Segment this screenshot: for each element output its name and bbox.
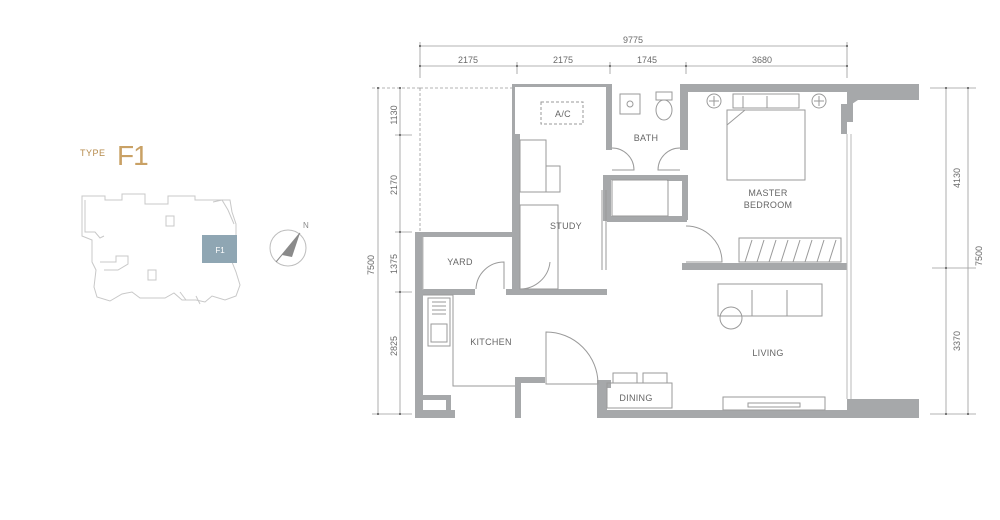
coffee-table-icon <box>719 306 743 330</box>
unit-type-label: TYPE <box>80 148 106 158</box>
fixtures <box>423 91 842 411</box>
compass-icon <box>269 229 307 267</box>
dim-right-segment: 4130 <box>952 168 962 188</box>
dim-left-segment: 1375 <box>389 254 399 274</box>
compass-north-label: N <box>303 221 309 230</box>
dimension-lines <box>372 42 976 415</box>
room-label-dining: DINING <box>619 393 652 403</box>
dining-table-icon <box>606 382 673 409</box>
study-door-swing-icon <box>519 261 551 290</box>
key-plan-highlight-label: F1 <box>215 246 225 255</box>
dim-left-segment: 2825 <box>389 336 399 356</box>
unit-type-code: F1 <box>117 140 149 171</box>
room-label-master-line1: MASTER <box>748 188 788 198</box>
room-label-yard: YARD <box>447 257 473 267</box>
bath-door-swing-icon <box>611 147 635 171</box>
wardrobe-icon <box>738 237 842 263</box>
desk-icon <box>519 139 547 193</box>
dim-top-segment: 1745 <box>637 55 657 65</box>
key-plan <box>81 193 241 305</box>
sink-icon <box>619 93 641 115</box>
sofa-icon <box>717 283 823 317</box>
bed-icon <box>726 109 806 181</box>
kitchen-sink-icon <box>427 297 451 347</box>
side-table-icon <box>811 93 827 109</box>
sink-drain-icon <box>626 100 634 108</box>
study-shelf-icon <box>519 204 559 290</box>
ac-unit-icon <box>540 101 584 125</box>
key-plan-highlight-unit <box>202 235 237 263</box>
dim-top-segment: 2175 <box>458 55 478 65</box>
dim-left-total: 7500 <box>366 255 376 275</box>
dim-overall-width: 9775 <box>623 35 643 45</box>
dim-top-segment: 2175 <box>553 55 573 65</box>
side-table-icon <box>706 93 722 109</box>
room-label-kitchen: KITCHEN <box>470 337 512 347</box>
dim-left-segment: 2170 <box>389 175 399 195</box>
dim-right-segment: 3370 <box>952 331 962 351</box>
dim-top-segment: 3680 <box>752 55 772 65</box>
chair-icon <box>642 372 668 384</box>
dimension-ticks <box>377 45 969 415</box>
yard-door-swing-icon <box>475 261 505 290</box>
toilet-bowl-icon <box>655 99 673 121</box>
bedroom-door-swing-icon <box>685 225 723 263</box>
entrance-door-swing-icon <box>545 331 599 385</box>
toilet-tank-icon <box>655 91 673 101</box>
dim-right-total: 7500 <box>974 246 984 266</box>
headboard-icon <box>732 93 800 109</box>
room-label-living: LIVING <box>752 348 783 358</box>
room-label-study: STUDY <box>550 221 582 231</box>
room-label-ac: A/C <box>555 109 571 119</box>
chair-icon <box>612 372 638 384</box>
tv-console-icon <box>722 396 826 411</box>
dim-left-segment: 1130 <box>389 105 399 124</box>
room-label-bath: BATH <box>634 133 659 143</box>
walls <box>415 84 919 418</box>
room-label-master-line2: BEDROOM <box>744 200 793 210</box>
bath-door-swing-icon <box>657 147 681 171</box>
windows <box>422 134 852 399</box>
